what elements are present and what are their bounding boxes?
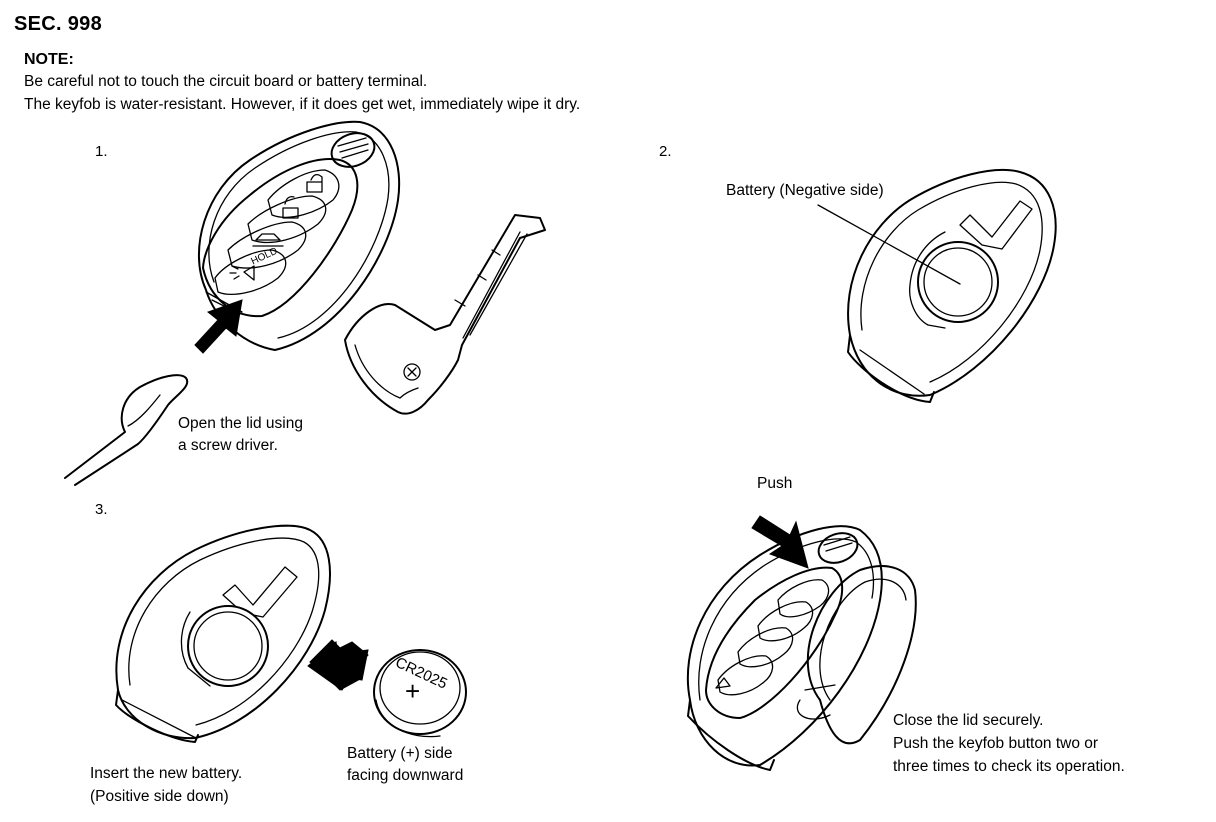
battery-plus-symbol: + bbox=[405, 676, 420, 706]
step-1-caption-line-2: a screw driver. bbox=[178, 437, 278, 454]
key-ring-hole bbox=[330, 132, 376, 168]
battery-negative-leader-line bbox=[817, 204, 961, 285]
step-1-caption-line-1: Open the lid using bbox=[178, 415, 303, 432]
step-4-caption-line-2: Push the keyfob button two or bbox=[893, 735, 1099, 752]
keyfob-step-1: HOLD bbox=[198, 120, 401, 351]
arrow-icon bbox=[194, 299, 243, 354]
step-4-caption-line-3: three times to check its operation. bbox=[893, 758, 1125, 775]
battery-side-caption-line-1: Battery (+) side bbox=[347, 745, 453, 762]
note-line-2: The keyfob is water-resistant. However, … bbox=[24, 96, 581, 113]
keyfob-step-2-case bbox=[847, 168, 1057, 403]
keyfob-step-4 bbox=[686, 525, 917, 771]
coin-battery-icon: CR2025 + bbox=[373, 649, 467, 738]
trunk-button bbox=[227, 221, 307, 269]
arrow-icon bbox=[307, 641, 369, 691]
step-1-number: 1. bbox=[95, 143, 108, 160]
push-label: Push bbox=[757, 475, 793, 492]
step-3-number: 3. bbox=[95, 501, 108, 518]
keyfob-step-3-case bbox=[115, 524, 331, 743]
lock-button bbox=[267, 169, 340, 218]
unlock-button bbox=[247, 195, 327, 244]
step-4-caption-line-1: Close the lid securely. bbox=[893, 712, 1044, 729]
step-3-caption-line-2: (Positive side down) bbox=[90, 788, 229, 805]
step-2-number: 2. bbox=[659, 143, 672, 160]
panic-button bbox=[214, 249, 287, 295]
section-title: SEC. 998 bbox=[14, 13, 103, 35]
hold-button-label: HOLD bbox=[249, 246, 279, 268]
coin-battery-icon bbox=[187, 605, 269, 687]
arrow-icon bbox=[751, 515, 809, 569]
coin-battery-icon bbox=[917, 241, 999, 323]
note-line-1: Be careful not to touch the circuit boar… bbox=[24, 73, 428, 90]
screwdriver-icon bbox=[64, 374, 189, 486]
note-heading: NOTE: bbox=[24, 51, 74, 68]
battery-side-caption-line-2: facing downward bbox=[347, 767, 464, 784]
step-3-caption-line-1: Insert the new battery. bbox=[90, 765, 243, 782]
battery-negative-label: Battery (Negative side) bbox=[726, 182, 884, 199]
mechanical-key-icon bbox=[344, 214, 546, 415]
